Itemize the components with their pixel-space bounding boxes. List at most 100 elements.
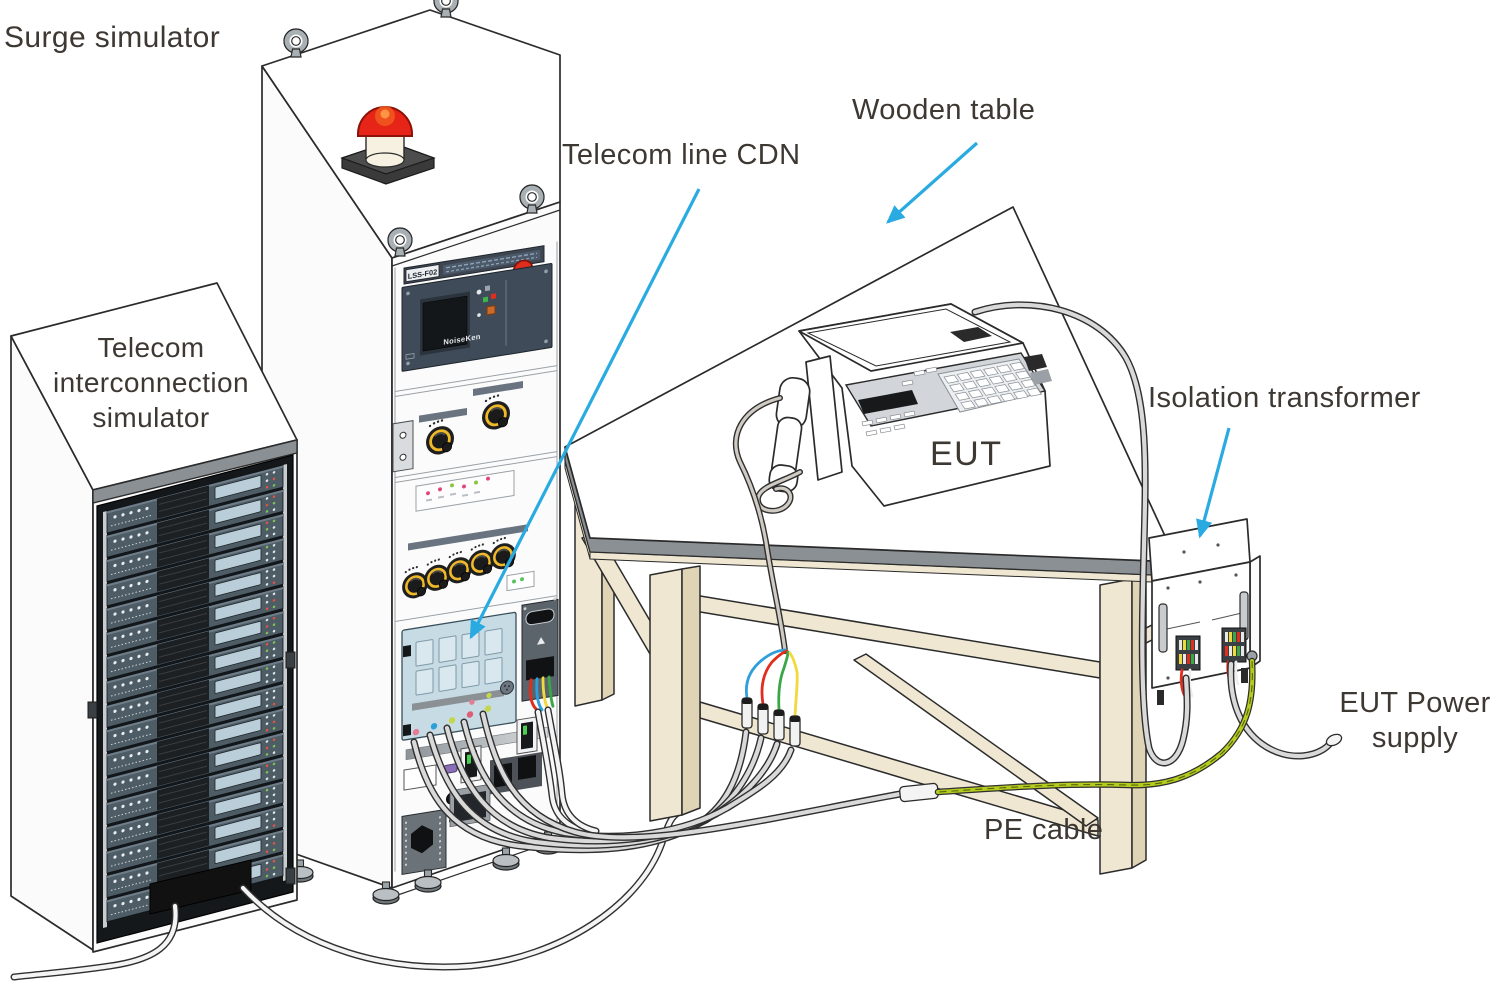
fax-display bbox=[858, 390, 918, 414]
keypad-key[interactable] bbox=[999, 392, 1016, 402]
rack-unit bbox=[106, 464, 284, 534]
keypad-key[interactable] bbox=[1026, 387, 1042, 397]
fax-paper-slot bbox=[950, 327, 992, 342]
unit-display bbox=[214, 596, 262, 621]
cdn-slot bbox=[438, 664, 457, 692]
rack-unit bbox=[106, 586, 284, 655]
telecom-line-cdn-panel bbox=[401, 611, 517, 741]
unit-display bbox=[214, 523, 262, 549]
rack-unit bbox=[106, 634, 284, 704]
unit-display bbox=[214, 766, 262, 792]
cdn-coupler-connectors bbox=[741, 697, 801, 747]
split-wire-green bbox=[777, 650, 790, 712]
split-wire-red bbox=[760, 649, 789, 706]
cdn-slot bbox=[415, 668, 434, 696]
cdn-slot bbox=[484, 657, 503, 685]
keypad-keys[interactable] bbox=[943, 361, 1042, 410]
control-display bbox=[422, 295, 468, 352]
eut-fax-machine bbox=[758, 303, 1052, 511]
keypad-key[interactable] bbox=[994, 384, 1010, 394]
keypad-key[interactable] bbox=[967, 389, 984, 399]
keypad-key[interactable] bbox=[949, 383, 965, 393]
rack-unit bbox=[106, 804, 284, 874]
keypad-key[interactable] bbox=[1013, 390, 1029, 400]
transformer-foot bbox=[1241, 668, 1248, 683]
keypad-key[interactable] bbox=[975, 378, 992, 388]
arrow-isolation-transformer bbox=[1196, 427, 1231, 539]
keypad-key[interactable] bbox=[960, 400, 976, 410]
fax-buttons[interactable] bbox=[861, 366, 938, 437]
cdn-slots bbox=[415, 628, 503, 696]
keypad-key[interactable] bbox=[969, 369, 986, 379]
keypad-key[interactable] bbox=[1020, 379, 1037, 389]
label-wooden-table: Wooden table bbox=[852, 94, 1036, 126]
unit-display bbox=[214, 839, 262, 864]
rack-unit bbox=[106, 658, 284, 728]
rack-unit bbox=[106, 780, 284, 850]
pe-cable-path bbox=[936, 659, 1255, 794]
keypad-key[interactable] bbox=[981, 386, 997, 396]
keypad-key[interactable] bbox=[943, 374, 960, 384]
label-line: interconnection bbox=[53, 367, 249, 398]
transformer-handle bbox=[1158, 603, 1168, 653]
keypad-key[interactable] bbox=[954, 391, 971, 401]
label-telecom-interconnection-simulator: Telecom interconnection simulator bbox=[18, 330, 284, 435]
unit-display bbox=[214, 742, 262, 767]
wooden-table bbox=[564, 206, 1197, 875]
fax-handset-cradle bbox=[805, 355, 843, 481]
rack-units bbox=[106, 464, 284, 923]
cdn-slot bbox=[484, 628, 503, 656]
keypad-key[interactable] bbox=[1007, 381, 1024, 391]
arrow-telecom-cdn bbox=[469, 188, 701, 640]
rack-unit bbox=[106, 561, 284, 631]
cable-open-end bbox=[1325, 733, 1343, 747]
keypad-key[interactable] bbox=[973, 397, 990, 407]
fax-document-lid bbox=[798, 303, 1024, 372]
keypad-key[interactable] bbox=[1015, 370, 1031, 380]
unit-display bbox=[214, 475, 262, 500]
surge-control-panel: NoiseKen bbox=[401, 263, 553, 372]
unit-display bbox=[214, 693, 262, 719]
unit-display bbox=[214, 718, 262, 743]
unit-display bbox=[214, 790, 262, 816]
keypad-key[interactable] bbox=[988, 375, 1005, 385]
split-wire-blue bbox=[744, 648, 788, 700]
transformer-foot bbox=[1157, 690, 1164, 705]
unit-display bbox=[214, 669, 262, 694]
label-telecom-line-cdn: Telecom line CDN bbox=[562, 139, 801, 171]
label-surge-simulator: Surge simulator bbox=[4, 21, 221, 54]
label-eut-power-supply: EUT Power supply bbox=[1330, 686, 1500, 756]
rack-unit bbox=[106, 707, 284, 777]
label-eut: EUT bbox=[930, 435, 1003, 473]
unit-display bbox=[214, 645, 262, 670]
rack-unit bbox=[106, 513, 284, 583]
table-leg bbox=[649, 568, 683, 822]
label-line: simulator bbox=[92, 402, 210, 433]
unit-display bbox=[214, 572, 262, 597]
cdn-slot bbox=[438, 635, 457, 663]
coupling-knob-panel bbox=[392, 381, 523, 473]
keypad-key[interactable] bbox=[986, 395, 1003, 405]
label-pe-cable: PE cable bbox=[984, 814, 1104, 846]
unit-display bbox=[214, 499, 262, 524]
label-line: Telecom bbox=[97, 332, 205, 363]
terminal-block bbox=[1175, 635, 1201, 700]
rack-unit bbox=[106, 731, 284, 801]
keypad-key[interactable] bbox=[956, 372, 973, 382]
rack-unit bbox=[106, 756, 284, 826]
label-isolation-transformer: Isolation transformer bbox=[1148, 382, 1421, 414]
surge-simulator-rack: LSS-F02 Noi bbox=[261, 0, 562, 905]
telecom-interconnection-rack bbox=[10, 282, 298, 953]
keypad-key[interactable] bbox=[962, 380, 978, 390]
mini-indicator bbox=[506, 570, 535, 592]
keypad-key[interactable] bbox=[1009, 361, 1026, 371]
unit-display bbox=[214, 815, 262, 840]
keypad-key[interactable] bbox=[1001, 373, 1018, 382]
rack-unit bbox=[106, 537, 284, 607]
power-inlet bbox=[411, 825, 433, 854]
keypad-key[interactable] bbox=[996, 364, 1012, 374]
keypad-key[interactable] bbox=[983, 366, 999, 376]
cdn-slot bbox=[415, 639, 434, 667]
phase-knob-panel bbox=[401, 524, 528, 602]
